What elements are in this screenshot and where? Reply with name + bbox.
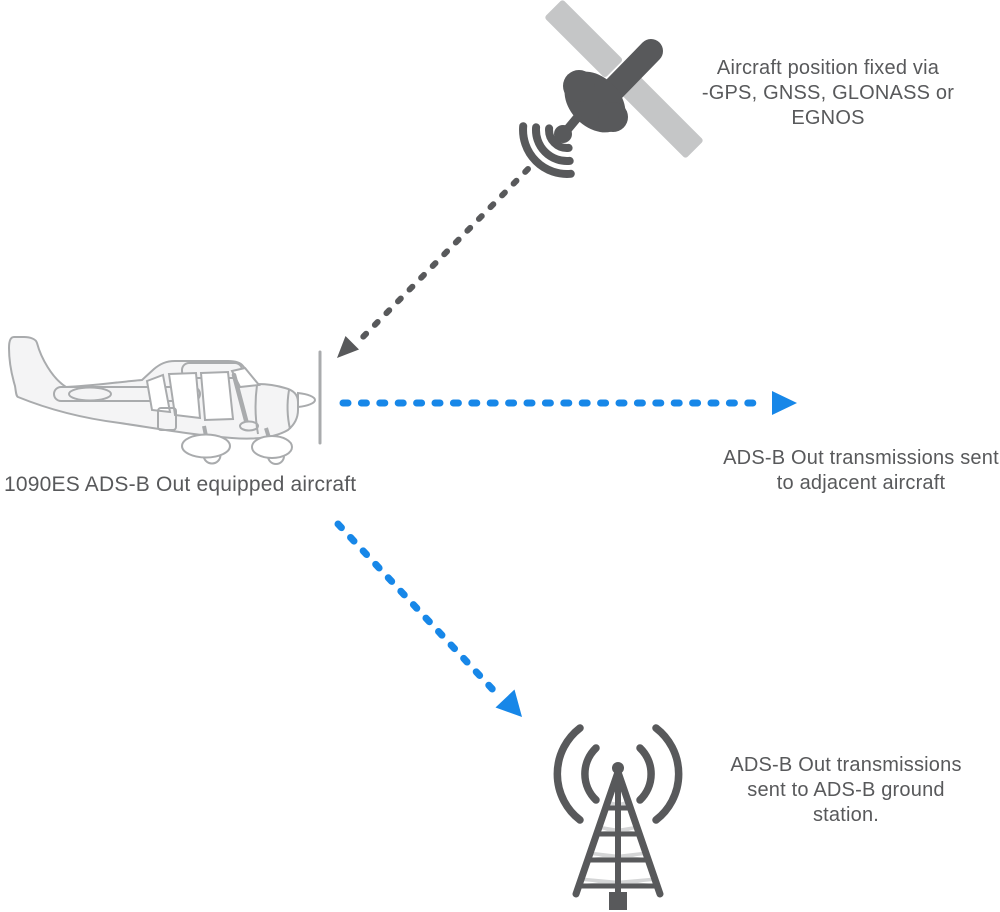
ground-station-arrow bbox=[334, 520, 522, 717]
gps-signal-arrow bbox=[337, 166, 531, 358]
aircraft-icon bbox=[7, 336, 322, 465]
adjacent-caption-line1: ADS-B Out transmissions sent bbox=[723, 447, 999, 469]
adjacent-caption-line2: to adjacent aircraft bbox=[776, 472, 946, 494]
ground-caption-line3: station. bbox=[812, 804, 880, 826]
ground-caption-line1: ADS-B Out transmissions bbox=[730, 754, 962, 776]
satellite-caption-line2: -GPS, GNSS, GLONASS or bbox=[701, 82, 955, 104]
adjacent-transmission-caption: ADS-B Out transmissions sent to adjacent… bbox=[722, 446, 1000, 496]
satellite-caption-line1: Aircraft position fixed via bbox=[716, 57, 940, 79]
ground-station-caption: ADS-B Out transmissions sent to ADS-B gr… bbox=[706, 753, 986, 828]
satellite-caption-line3: EGNOS bbox=[791, 107, 865, 129]
radio-tower-icon bbox=[553, 724, 683, 910]
ground-caption-line2: sent to ADS-B ground bbox=[747, 779, 945, 801]
adjacent-aircraft-arrow bbox=[339, 391, 797, 415]
satellite-icon bbox=[519, 0, 703, 178]
satellite-caption: Aircraft position fixed via -GPS, GNSS, … bbox=[693, 56, 963, 131]
aircraft-label: 1090ES ADS-B Out equipped aircraft bbox=[4, 473, 357, 496]
